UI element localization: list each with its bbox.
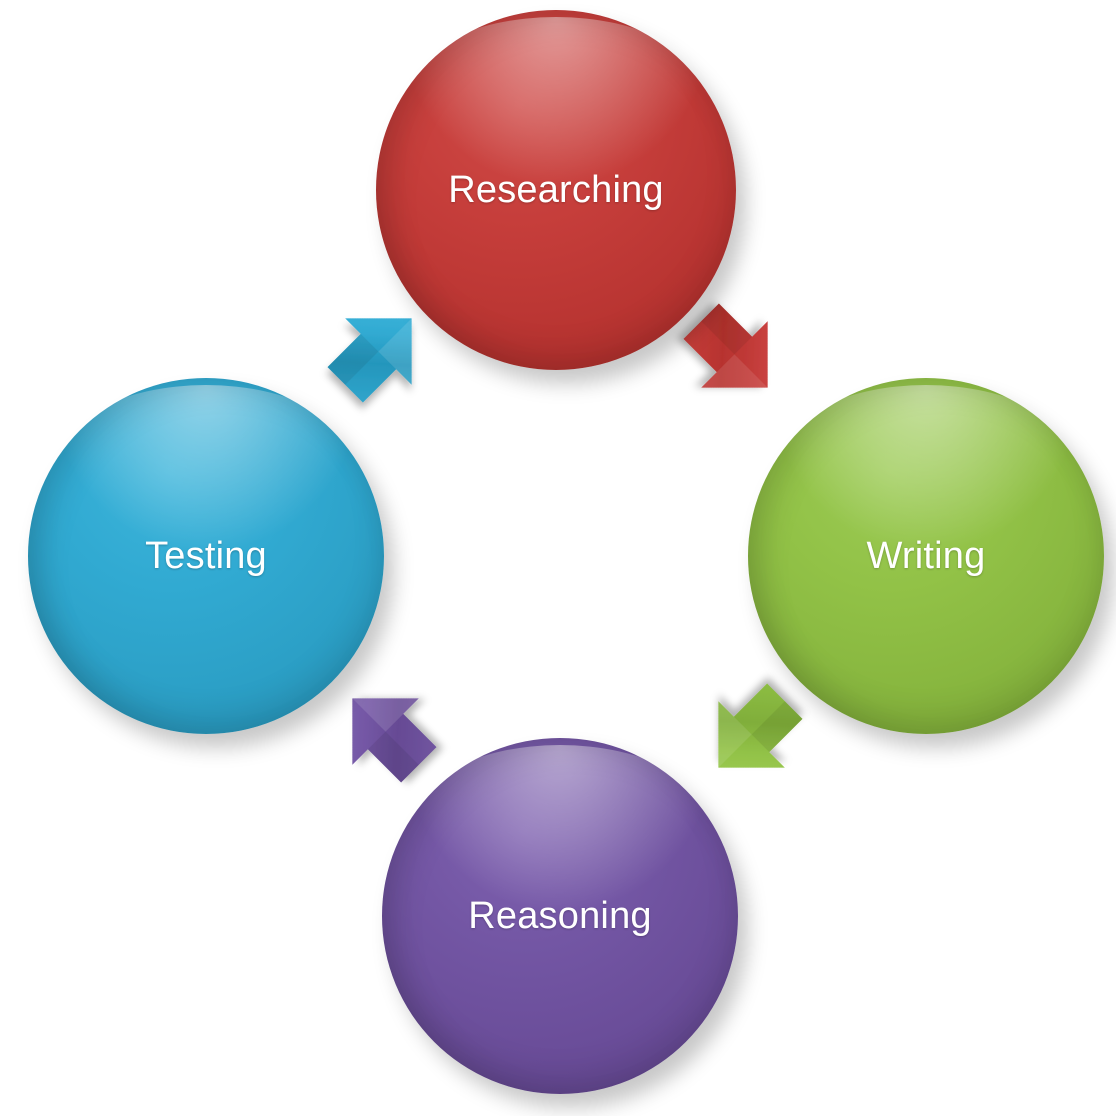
node-body-fill bbox=[376, 10, 736, 370]
cycle-node-label: Reasoning bbox=[468, 894, 652, 937]
node-body-fill bbox=[748, 378, 1104, 734]
node-body-fill bbox=[382, 738, 738, 1094]
arrow-writing-to-reasoning bbox=[688, 668, 818, 798]
node-body-fill bbox=[28, 378, 384, 734]
cycle-node-label: Writing bbox=[866, 534, 986, 577]
cycle-node-testing[interactable]: Testing bbox=[28, 378, 384, 734]
arrow-reasoning-to-testing bbox=[322, 668, 452, 798]
cycle-node-label: Researching bbox=[448, 168, 664, 211]
cycle-node-reasoning[interactable]: Reasoning bbox=[382, 738, 738, 1094]
cycle-node-label: Testing bbox=[145, 534, 267, 577]
cycle-node-writing[interactable]: Writing bbox=[748, 378, 1104, 734]
cycle-node-researching[interactable]: Researching bbox=[376, 10, 736, 370]
